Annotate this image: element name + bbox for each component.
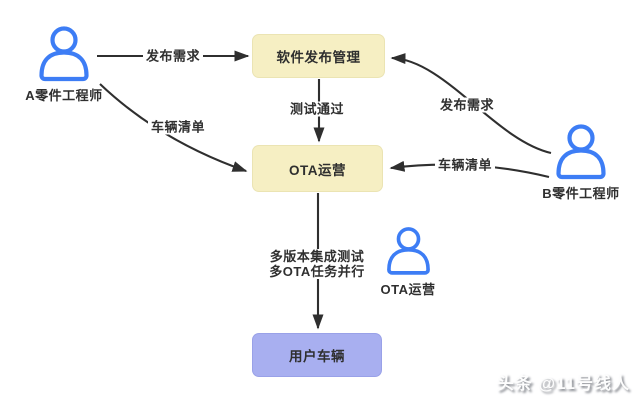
edge-label-multi-version-testing: 多版本集成测试 多OTA任务并行: [266, 249, 368, 279]
edge-label-vehicle-list-b: 车辆清单: [434, 157, 496, 173]
actor-ota-operator: OTA运营: [348, 226, 468, 298]
actor-label: A零件工程师: [25, 88, 103, 103]
node-ota-operations: OTA运营: [252, 145, 383, 192]
person-icon: [39, 26, 89, 82]
actor-label: OTA运营: [380, 282, 436, 297]
person-icon: [556, 124, 606, 180]
edge-label-line1: 多版本集成测试: [269, 249, 365, 264]
watermark-text: 头条 @11号线人: [496, 374, 630, 393]
edge-label-vehicle-list-a: 车辆清单: [147, 119, 209, 135]
edge-label-test-passed: 测试通过: [286, 101, 348, 117]
actor-label: B零件工程师: [542, 186, 620, 201]
node-release-management: 软件发布管理: [252, 34, 385, 78]
actor-engineer-a: A零件工程师: [4, 26, 124, 104]
person-icon: [386, 227, 430, 275]
actor-engineer-b: B零件工程师: [521, 124, 640, 202]
node-user-vehicles: 用户车辆: [252, 333, 382, 377]
edge-label-line2: 多OTA任务并行: [269, 264, 365, 279]
edge-label-release-request-a: 发布需求: [142, 48, 204, 64]
edge-label-release-request-b: 发布需求: [436, 97, 498, 113]
